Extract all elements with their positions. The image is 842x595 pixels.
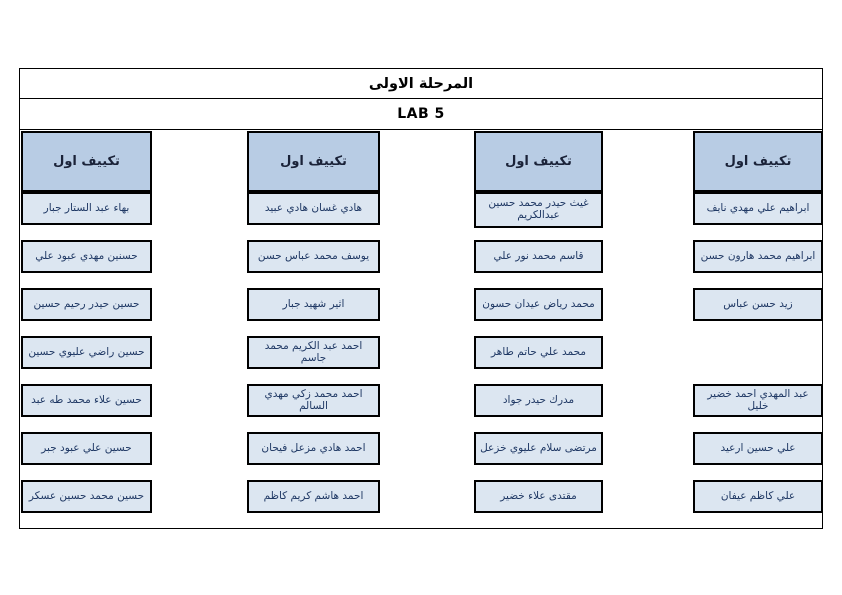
student-name-box: اثير شهيد جبار [247, 288, 380, 321]
student-name-box: حسين محمد حسين عسكر [21, 480, 152, 513]
student-name-box: هادي غسان هادي عبيد [247, 192, 380, 225]
student-name-box: ابراهيم علي مهدي نايف [693, 192, 823, 225]
student-name-box: حسين علاء محمد طه عبد [21, 384, 152, 417]
group-header: تكييف اول [474, 131, 603, 192]
student-name-box: مدرك حيدر جواد [474, 384, 603, 417]
student-name-box: علي كاظم عيفان [693, 480, 823, 513]
lab-title: LAB 5 [20, 99, 822, 130]
student-name-box: احمد هاشم كريم كاظم [247, 480, 380, 513]
student-name-box: قاسم محمد نور علي [474, 240, 603, 273]
group-header: تكييف اول [693, 131, 823, 192]
student-name-box: غيث حيدر محمد حسين عبدالكريم [474, 192, 603, 228]
student-name-box: احمد محمد زكي مهدي السالم [247, 384, 380, 417]
student-name-box: مقتدى علاء خضير [474, 480, 603, 513]
student-name-box: احمد عبد الكريم محمد جاسم [247, 336, 380, 369]
student-name-box: محمد رياض عيدان حسون [474, 288, 603, 321]
student-name-box: حسين حيدر رحيم حسين [21, 288, 152, 321]
group-header: تكييف اول [21, 131, 152, 192]
student-name-box: حسين راضي عليوي حسين [21, 336, 152, 369]
student-name-box: حسنين مهدي عبود علي [21, 240, 152, 273]
schedule-table-frame: المرحلة الاولى LAB 5 [19, 68, 823, 529]
group-header: تكييف اول [247, 131, 380, 192]
student-name-box: مرتضى سلام عليوي خزعل [474, 432, 603, 465]
stage-title: المرحلة الاولى [20, 69, 822, 99]
student-name-box: يوسف محمد عباس حسن [247, 240, 380, 273]
student-name-box: بهاء عبد الستار جبار [21, 192, 152, 225]
student-name-box: ابراهيم محمد هارون حسن [693, 240, 823, 273]
student-name-box: حسين علي عبود جبر [21, 432, 152, 465]
student-name-box: محمد علي حاتم طاهر [474, 336, 603, 369]
student-name-box: علي حسين ارعيد [693, 432, 823, 465]
student-name-box: احمد هادي مزعل فيحان [247, 432, 380, 465]
student-name-box: عبد المهدي احمد خضير خليل [693, 384, 823, 417]
student-name-box: زيد حسن عباس [693, 288, 823, 321]
